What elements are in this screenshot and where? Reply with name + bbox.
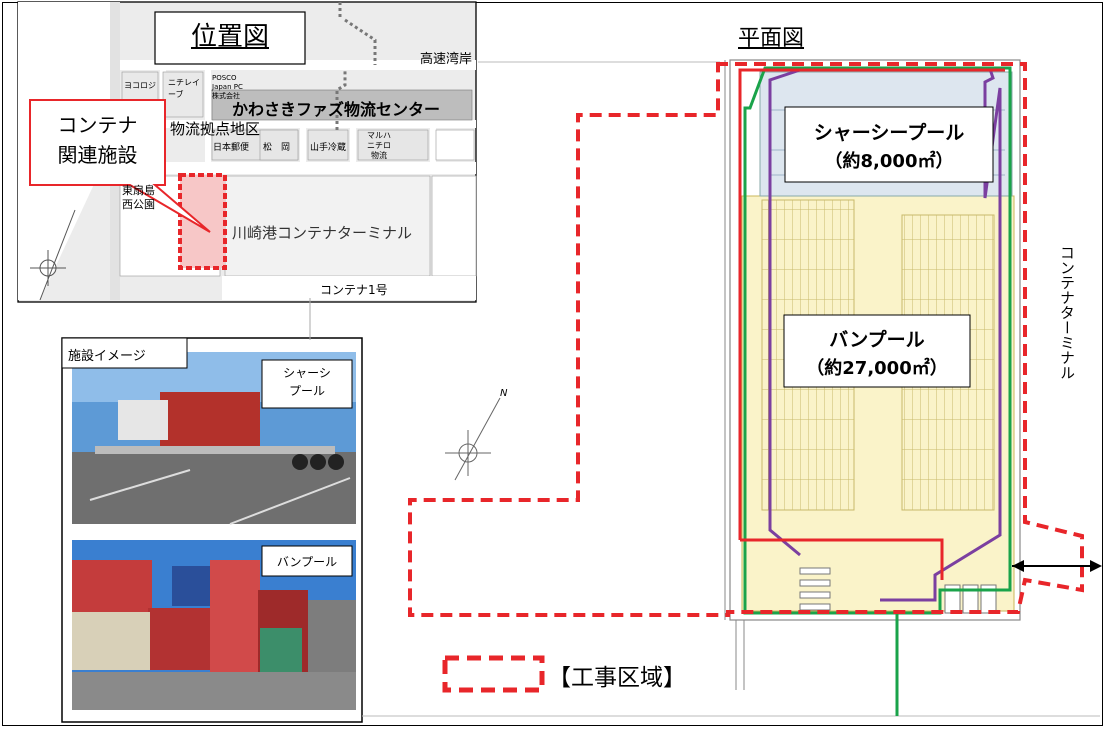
terminal-vertical-label: コンテナターミナル bbox=[1058, 245, 1076, 380]
construction-area-boundary bbox=[408, 62, 1084, 617]
van-pool-area: （約27,000㎡） bbox=[806, 358, 948, 379]
callout-text: コンテナ関連施設 bbox=[57, 113, 138, 167]
facility-image-title: 施設イメージ bbox=[68, 349, 146, 364]
van-photo-label: バンプール bbox=[276, 555, 338, 569]
block-label-1: ヨコロジ bbox=[124, 81, 156, 90]
van-pool-photo bbox=[72, 540, 356, 710]
park-label: 東扇島西公園 bbox=[122, 184, 155, 211]
red-solid-line bbox=[738, 68, 1005, 580]
block-label-6: 山手冷蔵 bbox=[310, 143, 347, 153]
block-label-5: 松 岡 bbox=[263, 143, 291, 153]
chassis-pool-area: （約8,000㎡） bbox=[824, 151, 954, 172]
location-map-title: 位置図 bbox=[190, 22, 269, 52]
legend bbox=[442, 655, 545, 693]
terminal-label: 川崎港コンテナターミナル bbox=[232, 224, 413, 242]
plan-compass-icon bbox=[445, 397, 501, 481]
block-label-4: 日本郵便 bbox=[213, 143, 250, 153]
entry-arrow-icon bbox=[1012, 560, 1102, 572]
map-compass-icon bbox=[30, 209, 76, 301]
chassis-photo bbox=[72, 352, 356, 525]
district-label: 物流拠点地区 bbox=[170, 120, 261, 138]
logistics-center-label: かわさきファズ物流センター bbox=[232, 100, 441, 119]
route-label: コンテナ1号 bbox=[320, 283, 388, 297]
legend-swatch bbox=[442, 655, 545, 693]
van-pool-name: バンプール bbox=[829, 329, 925, 351]
north-label: N bbox=[500, 388, 508, 399]
facility-image-panel bbox=[61, 337, 363, 723]
gate-lanes bbox=[799, 567, 997, 614]
chassis-pool-name: シャーシープール bbox=[813, 122, 965, 144]
highway-label: 高速湾岸 bbox=[420, 52, 473, 67]
block-label-7: マルハニチロ物流 bbox=[367, 131, 391, 160]
legend-label: 【工事区域】 bbox=[548, 665, 686, 691]
green-route-line bbox=[743, 66, 1012, 615]
callout-box bbox=[29, 99, 211, 233]
plan-title: 平面図 bbox=[738, 26, 805, 51]
location-map bbox=[17, 1, 477, 303]
chassis-photo-label: シャーシプール bbox=[283, 366, 331, 398]
plan-drawing bbox=[309, 59, 1102, 717]
block-label-2: ニチレイーブ bbox=[168, 78, 200, 99]
facility-site-marker bbox=[178, 173, 227, 270]
